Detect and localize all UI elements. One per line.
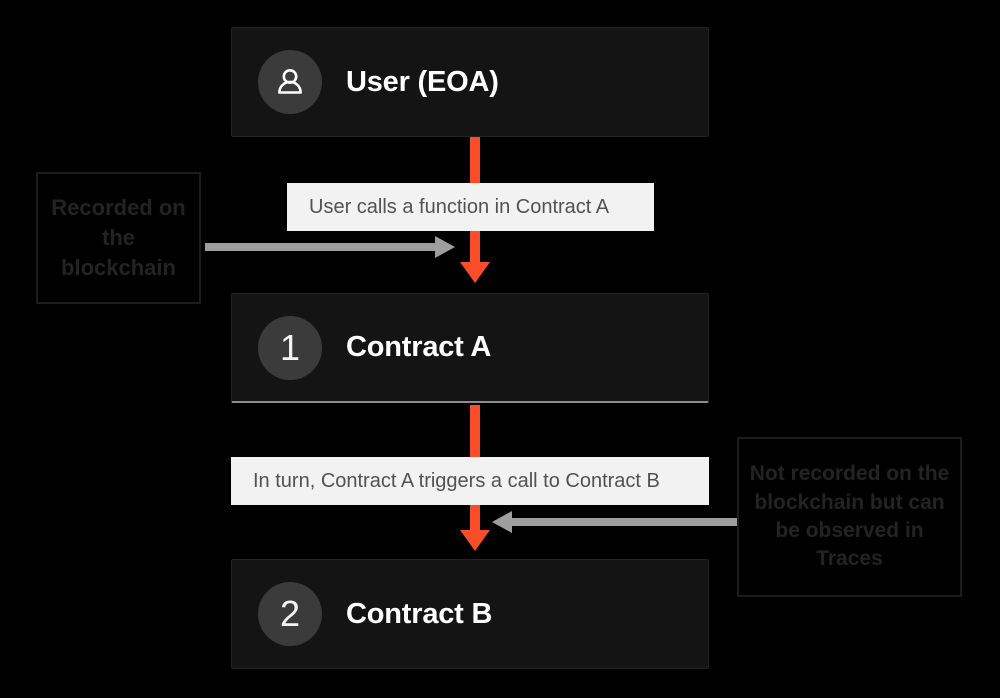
step-label-1: User calls a function in Contract A (287, 183, 654, 231)
arrow-head-right-icon (435, 236, 455, 258)
node-contract-b-label: Contract B (346, 597, 493, 630)
connector-shaft (512, 518, 737, 526)
node-user-label: User (EOA) (346, 65, 499, 98)
annotation-recorded-on-blockchain: Recorded on the blockchain (36, 172, 201, 304)
annotation-not-recorded-on-blockchain: Not recorded on the blockchain but can b… (737, 437, 962, 597)
step-number-badge: 1 (258, 315, 322, 380)
node-contract-a[interactable]: 1 Contract A (231, 293, 709, 403)
arrow-head-down-icon (460, 530, 490, 551)
arrow-head-down-icon (460, 262, 490, 283)
node-contract-a-label: Contract A (346, 331, 492, 363)
annotation-connector-left (205, 236, 455, 258)
step-number-badge: 2 (258, 582, 322, 646)
annotation-connector-right (492, 511, 737, 533)
connector-shaft (205, 243, 435, 251)
arrow-head-left-icon (492, 511, 512, 533)
step-label-2: In turn, Contract A triggers a call to C… (231, 457, 709, 505)
node-contract-b[interactable]: 2 Contract B (231, 559, 709, 669)
person-icon (258, 50, 322, 114)
node-user[interactable]: User (EOA) (231, 27, 709, 137)
